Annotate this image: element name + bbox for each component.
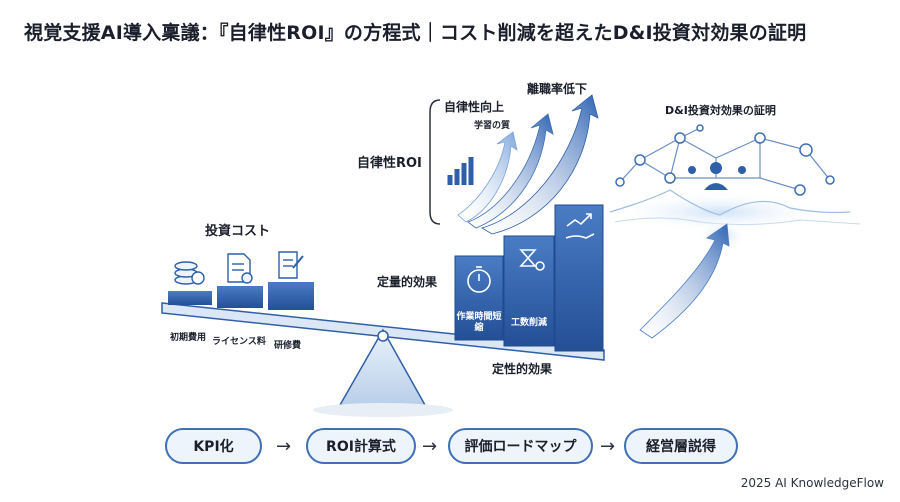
- small-bar-chart-icon: [447, 157, 474, 185]
- autonomy-up-label: 自律性向上: [444, 100, 505, 114]
- cost-blocks: [168, 282, 314, 310]
- learning-quality-label: 学習の質: [474, 121, 511, 131]
- flow-step-executive: 経営層説得: [624, 428, 738, 464]
- di-proof-label: D&I投資対効果の証明: [665, 104, 776, 117]
- license-fee-label: ライセンス料: [212, 337, 266, 347]
- hand-growth-icon: [565, 213, 595, 239]
- flow-step-roi-formula: ROI計算式: [306, 428, 416, 464]
- people-icon: [688, 162, 746, 190]
- hourglass-icon: [519, 249, 545, 271]
- network-illustration: [609, 124, 861, 339]
- flow-step-kpi: KPI化: [165, 428, 262, 464]
- flow-arrow-icon: →: [600, 436, 616, 457]
- roi-bracket: [429, 99, 441, 225]
- work-time-reduction-label: 作業時間短縮: [456, 312, 502, 333]
- training-clipboard-icon: [278, 251, 304, 279]
- autonomy-roi-label: 自律性ROI: [357, 156, 422, 171]
- seesaw-illustration: [161, 94, 861, 417]
- flow-step-roadmap: 評価ロードマップ: [448, 428, 593, 464]
- process-flow: KPI化 → ROI計算式 → 評価ロードマップ → 経営層説得: [0, 428, 900, 468]
- investment-cost-label: 投資コスト: [205, 224, 271, 239]
- footer-credit: 2025 AI KnowledgeFlow: [740, 476, 884, 490]
- quantitative-effect-label: 定量的効果: [377, 275, 438, 289]
- flow-arrow-icon: →: [276, 436, 292, 457]
- growth-arrows: [447, 94, 599, 235]
- stopwatch-icon: [467, 266, 491, 293]
- qualitative-effect-label: 定性的効果: [492, 362, 553, 376]
- flow-arrow-icon: →: [422, 436, 438, 457]
- page-title: 視覚支援AI導入稟議：『自律性ROI』の方程式｜コスト削減を超えたD&I投資対効…: [24, 22, 807, 44]
- upward-glow-arrow: [639, 223, 730, 339]
- man-hour-reduction-label: 工数削減: [510, 318, 547, 328]
- coins-icon: [174, 261, 205, 285]
- training-cost-label: 研修費: [274, 341, 302, 351]
- turnover-down-label: 離職率低下: [527, 82, 588, 96]
- initial-cost-label: 初期費用: [170, 333, 207, 343]
- license-document-icon: [227, 253, 253, 284]
